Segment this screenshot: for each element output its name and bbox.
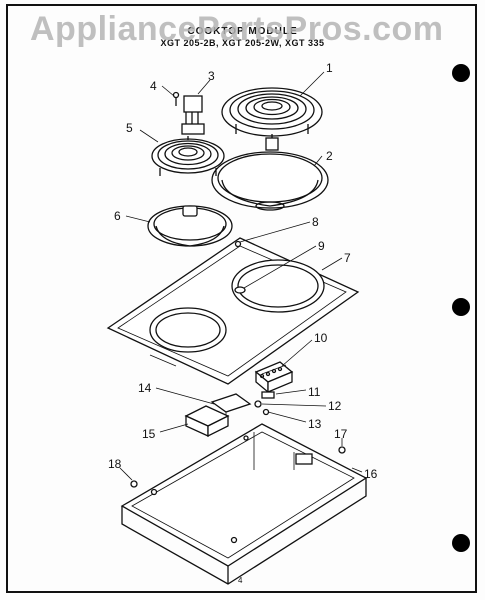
part-4-screw [172, 91, 180, 106]
part-18-screw [130, 480, 138, 488]
callout-10: 10 [314, 331, 328, 345]
part-9-ring [234, 286, 246, 294]
leader-lines [119, 71, 363, 481]
diagram-title: COOKTOP MODULE [187, 26, 298, 37]
part-5-small-surface-element [151, 136, 225, 176]
callout-6: 6 [114, 209, 121, 223]
part-15-control-box [184, 405, 230, 438]
callout-labels: 1 2 3 4 5 6 7 8 9 10 11 12 13 14 15 16 1… [108, 61, 378, 481]
callout-9: 9 [318, 239, 325, 253]
callout-2: 2 [326, 149, 333, 163]
page-number: 4 [238, 576, 243, 585]
callout-4: 4 [150, 79, 157, 93]
callout-13: 13 [308, 417, 322, 431]
callout-16: 16 [364, 467, 378, 481]
part-11-bracket [261, 391, 275, 399]
callout-14: 14 [138, 381, 152, 395]
callout-11: 11 [308, 385, 321, 399]
part-16-lower-pan [120, 423, 368, 585]
part-6-small-drip-bowl [147, 205, 233, 247]
callout-7: 7 [344, 251, 351, 265]
part-2-large-drip-bowl [211, 151, 329, 211]
part-8-clip [234, 240, 242, 248]
part-7-cooktop-plate [106, 237, 360, 385]
callout-12: 12 [328, 399, 342, 413]
callout-15: 15 [142, 427, 156, 441]
part-12-screw [254, 400, 262, 408]
binder-hole-middle [452, 298, 470, 316]
page-border [6, 4, 477, 593]
part-10-terminal-strip [254, 361, 294, 394]
binder-hole-bottom [452, 534, 470, 552]
callout-1: 1 [326, 61, 333, 75]
part-17-screw [338, 446, 346, 454]
binder-hole-top [452, 64, 470, 82]
part-1-large-surface-element [221, 87, 323, 160]
callout-17: 17 [334, 427, 348, 441]
part-13-nut [262, 408, 270, 416]
callout-3: 3 [208, 69, 215, 83]
callout-8: 8 [312, 215, 319, 229]
callout-5: 5 [126, 121, 133, 135]
callout-18: 18 [108, 457, 122, 471]
part-3-terminal-block [181, 95, 205, 135]
watermark: AppliancePartsPros.com [30, 10, 444, 48]
diagram-model-numbers: XGT 205-2B, XGT 205-2W, XGT 335 [160, 38, 325, 48]
